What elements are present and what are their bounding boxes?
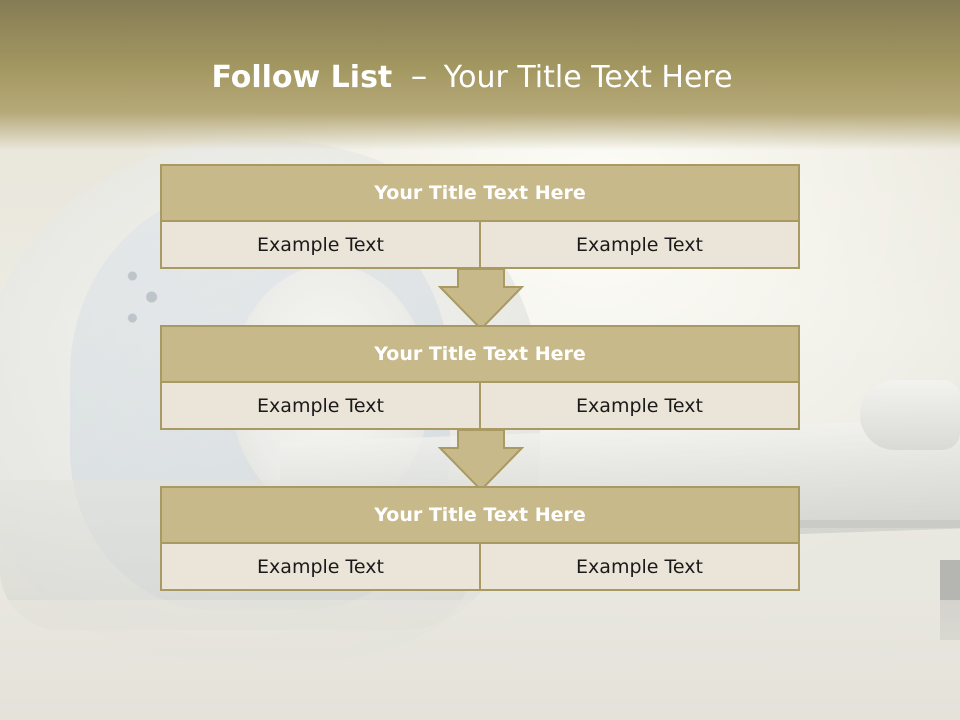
block-cell-right: Example Text	[479, 222, 798, 267]
block-cell-left: Example Text	[162, 383, 479, 428]
down-arrow-icon	[438, 430, 524, 492]
follow-list-block-2: Your Title Text Here Example Text Exampl…	[160, 325, 800, 430]
block-cell-right: Example Text	[479, 544, 798, 589]
block-title: Your Title Text Here	[162, 166, 798, 222]
block-title: Your Title Text Here	[162, 488, 798, 544]
floor	[0, 600, 960, 720]
title-rest: Your Title Text Here	[443, 60, 733, 95]
head-coil	[860, 380, 960, 450]
title-dash: –	[410, 56, 428, 95]
slide-title: Follow List – Your Title Text Here	[0, 52, 944, 102]
down-arrow-icon	[438, 269, 524, 331]
title-bold: Follow List	[211, 60, 393, 95]
follow-list-block-1: Your Title Text Here Example Text Exampl…	[160, 164, 800, 269]
block-row: Example Text Example Text	[162, 222, 798, 267]
follow-list-block-3: Your Title Text Here Example Text Exampl…	[160, 486, 800, 591]
block-row: Example Text Example Text	[162, 544, 798, 589]
block-row: Example Text Example Text	[162, 383, 798, 428]
block-cell-left: Example Text	[162, 544, 479, 589]
scanner-control-panel	[118, 262, 166, 332]
block-cell-right: Example Text	[479, 383, 798, 428]
header-band	[0, 0, 960, 150]
block-title: Your Title Text Here	[162, 327, 798, 383]
block-cell-left: Example Text	[162, 222, 479, 267]
